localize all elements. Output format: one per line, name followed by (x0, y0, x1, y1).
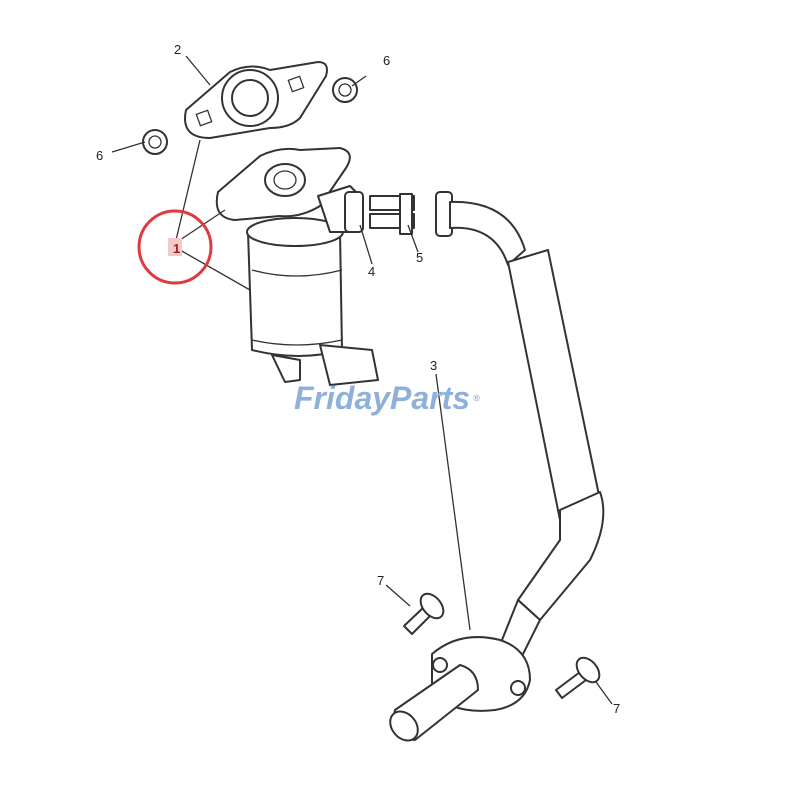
callout-5: 5 (416, 250, 423, 265)
callout-7b: 7 (613, 701, 620, 716)
egr-valve-part-1 (215, 147, 379, 386)
egr-tube-part-3 (389, 191, 605, 742)
callout-3: 3 (430, 358, 437, 373)
callout-4: 4 (368, 264, 375, 279)
nut-part-6b (142, 129, 168, 155)
bolt-part-7a (403, 592, 445, 635)
watermark-logo: FridayParts® (294, 380, 480, 416)
gasket-part-2 (184, 61, 328, 139)
callout-7a: 7 (377, 573, 384, 588)
callout-6b: 6 (96, 148, 103, 163)
nut-part-6a (332, 77, 358, 103)
watermark-text: FridayParts (294, 380, 471, 416)
clamp-parts-4-5 (344, 191, 415, 235)
callout-6a: 6 (383, 53, 390, 68)
highlight-circle (137, 209, 213, 285)
bolt-part-7b (555, 656, 601, 699)
callout-2: 2 (174, 42, 181, 57)
callout-1: 1 (173, 241, 180, 256)
registered-mark: ® (473, 393, 480, 403)
